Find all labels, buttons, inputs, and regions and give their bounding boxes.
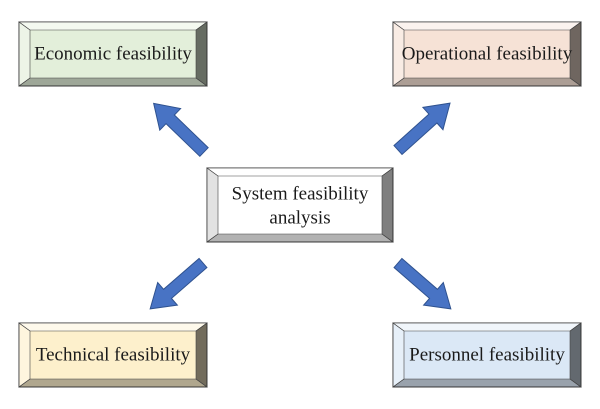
operational-feasibility-label: Operational feasibility bbox=[402, 43, 573, 64]
operational-bevel-bottom bbox=[392, 77, 582, 87]
technical-feasibility-label: Technical feasibility bbox=[36, 344, 191, 365]
center-bevel-bottom bbox=[206, 233, 394, 243]
center-label-line-2: analysis bbox=[269, 207, 330, 228]
arrow-to-technical bbox=[149, 257, 208, 310]
technical-bevel-bottom bbox=[18, 378, 208, 388]
center-label-line-1: System feasibility bbox=[232, 183, 369, 204]
economic-bevel-right bbox=[195, 21, 208, 87]
technical-bevel-right bbox=[195, 322, 208, 388]
economic-bevel-bottom bbox=[18, 77, 208, 87]
economic-feasibility-box: Economic feasibility bbox=[18, 21, 208, 87]
personnel-feasibility-label: Personnel feasibility bbox=[409, 344, 565, 365]
system-feasibility-analysis-box: System feasibility analysis bbox=[206, 167, 394, 243]
arrow-to-personnel bbox=[393, 257, 452, 310]
economic-box-face bbox=[18, 21, 208, 87]
operational-bevel-top bbox=[392, 21, 582, 31]
personnel-bevel-bottom bbox=[392, 378, 582, 388]
arrow-to-operational bbox=[393, 102, 451, 156]
technical-bevel-left bbox=[18, 322, 31, 388]
technical-bevel-top bbox=[18, 322, 208, 332]
economic-feasibility-label: Economic feasibility bbox=[34, 43, 192, 64]
personnel-bevel-right bbox=[569, 322, 582, 388]
personnel-bevel-top bbox=[392, 322, 582, 332]
center-bevel-right bbox=[381, 167, 394, 243]
personnel-feasibility-box: Personnel feasibility bbox=[392, 322, 582, 388]
technical-feasibility-box: Technical feasibility bbox=[18, 322, 208, 388]
operational-box-face bbox=[392, 21, 582, 87]
economic-bevel-top bbox=[18, 21, 208, 31]
center-bevel-top bbox=[206, 167, 394, 177]
operational-feasibility-box: Operational feasibility bbox=[392, 21, 582, 87]
arrow-to-economic bbox=[152, 102, 209, 158]
personnel-bevel-left bbox=[392, 322, 405, 388]
center-bevel-left bbox=[206, 167, 219, 243]
economic-bevel-left bbox=[18, 21, 31, 87]
center-box-face bbox=[206, 167, 394, 243]
